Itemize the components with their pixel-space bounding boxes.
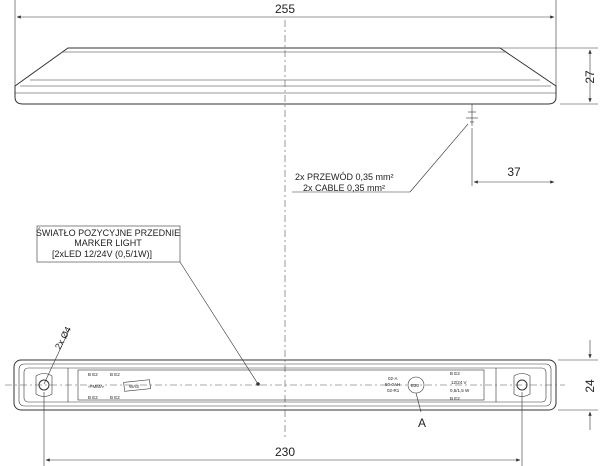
cable-note: 2x PRZEWÓD 0,35 mm² 2x CABLE 0,35 mm² <box>292 123 469 193</box>
e-mark: E20 <box>411 383 420 388</box>
left-code-2: B E2 <box>110 372 120 377</box>
dimension-255-label: 255 <box>275 2 295 16</box>
dimension-height-side: 27 <box>500 47 598 105</box>
lamp-note: ŚWIATŁO POZYCYJNE PRZEDNIE MARKER LIGHT … <box>36 225 260 386</box>
lens-markings: B E2 B E2 ›PMMA‹ WAŚ B E2 B E2 02-A 50-0… <box>88 371 470 401</box>
left-code-1: B E2 <box>88 372 98 377</box>
mount-hole-left <box>35 373 53 397</box>
power-marking: 0,5/1,5 W <box>450 388 470 393</box>
view-label: A <box>415 392 426 430</box>
cable-connector <box>466 104 478 126</box>
lamp-note-line2: MARKER LIGHT <box>74 238 142 248</box>
cable-note-line1: 2x PRZEWÓD 0,35 mm² <box>295 172 394 182</box>
lamp-note-line3: [2xLED 12/24V (0,5/1W)] <box>52 249 152 259</box>
right-code-1: B E2 <box>450 371 460 376</box>
approval-code-1: 02-A <box>388 376 398 381</box>
lamp-note-line1: ŚWIATŁO POZYCYJNE PRZEDNIE <box>36 227 180 238</box>
view-label-text: A <box>418 416 426 430</box>
approval-code-2: 50-0AH <box>385 382 400 387</box>
hole-callout: 2x Ø4 <box>43 325 73 385</box>
front-view <box>5 359 565 411</box>
dimension-overall-length: 255 <box>14 0 557 90</box>
dimension-mount-spacing: 230 <box>43 392 523 466</box>
mount-hole-right <box>513 373 531 397</box>
hole-callout-label: 2x Ø4 <box>53 325 73 351</box>
approval-code-3: 02-R1 <box>387 388 400 393</box>
right-code-2: B E2 <box>450 396 460 401</box>
dimension-width: 24 <box>558 340 598 430</box>
brand-marking: WAŚ <box>129 382 139 389</box>
cable-note-line2: 2x CABLE 0,35 mm² <box>303 183 385 193</box>
pmma-marking: ›PMMA‹ <box>88 384 105 389</box>
dimension-27-label: 27 <box>583 70 597 84</box>
dimension-24-label: 24 <box>583 379 597 393</box>
left-code-3: B E2 <box>88 395 98 400</box>
dimension-37-label: 37 <box>507 165 521 179</box>
voltage-marking: 12/24 V <box>451 380 467 385</box>
dimension-230-label: 230 <box>275 445 295 459</box>
dimension-cable-offset: 37 <box>471 128 555 186</box>
side-view-profile <box>14 47 557 105</box>
left-code-4: B E2 <box>110 395 120 400</box>
